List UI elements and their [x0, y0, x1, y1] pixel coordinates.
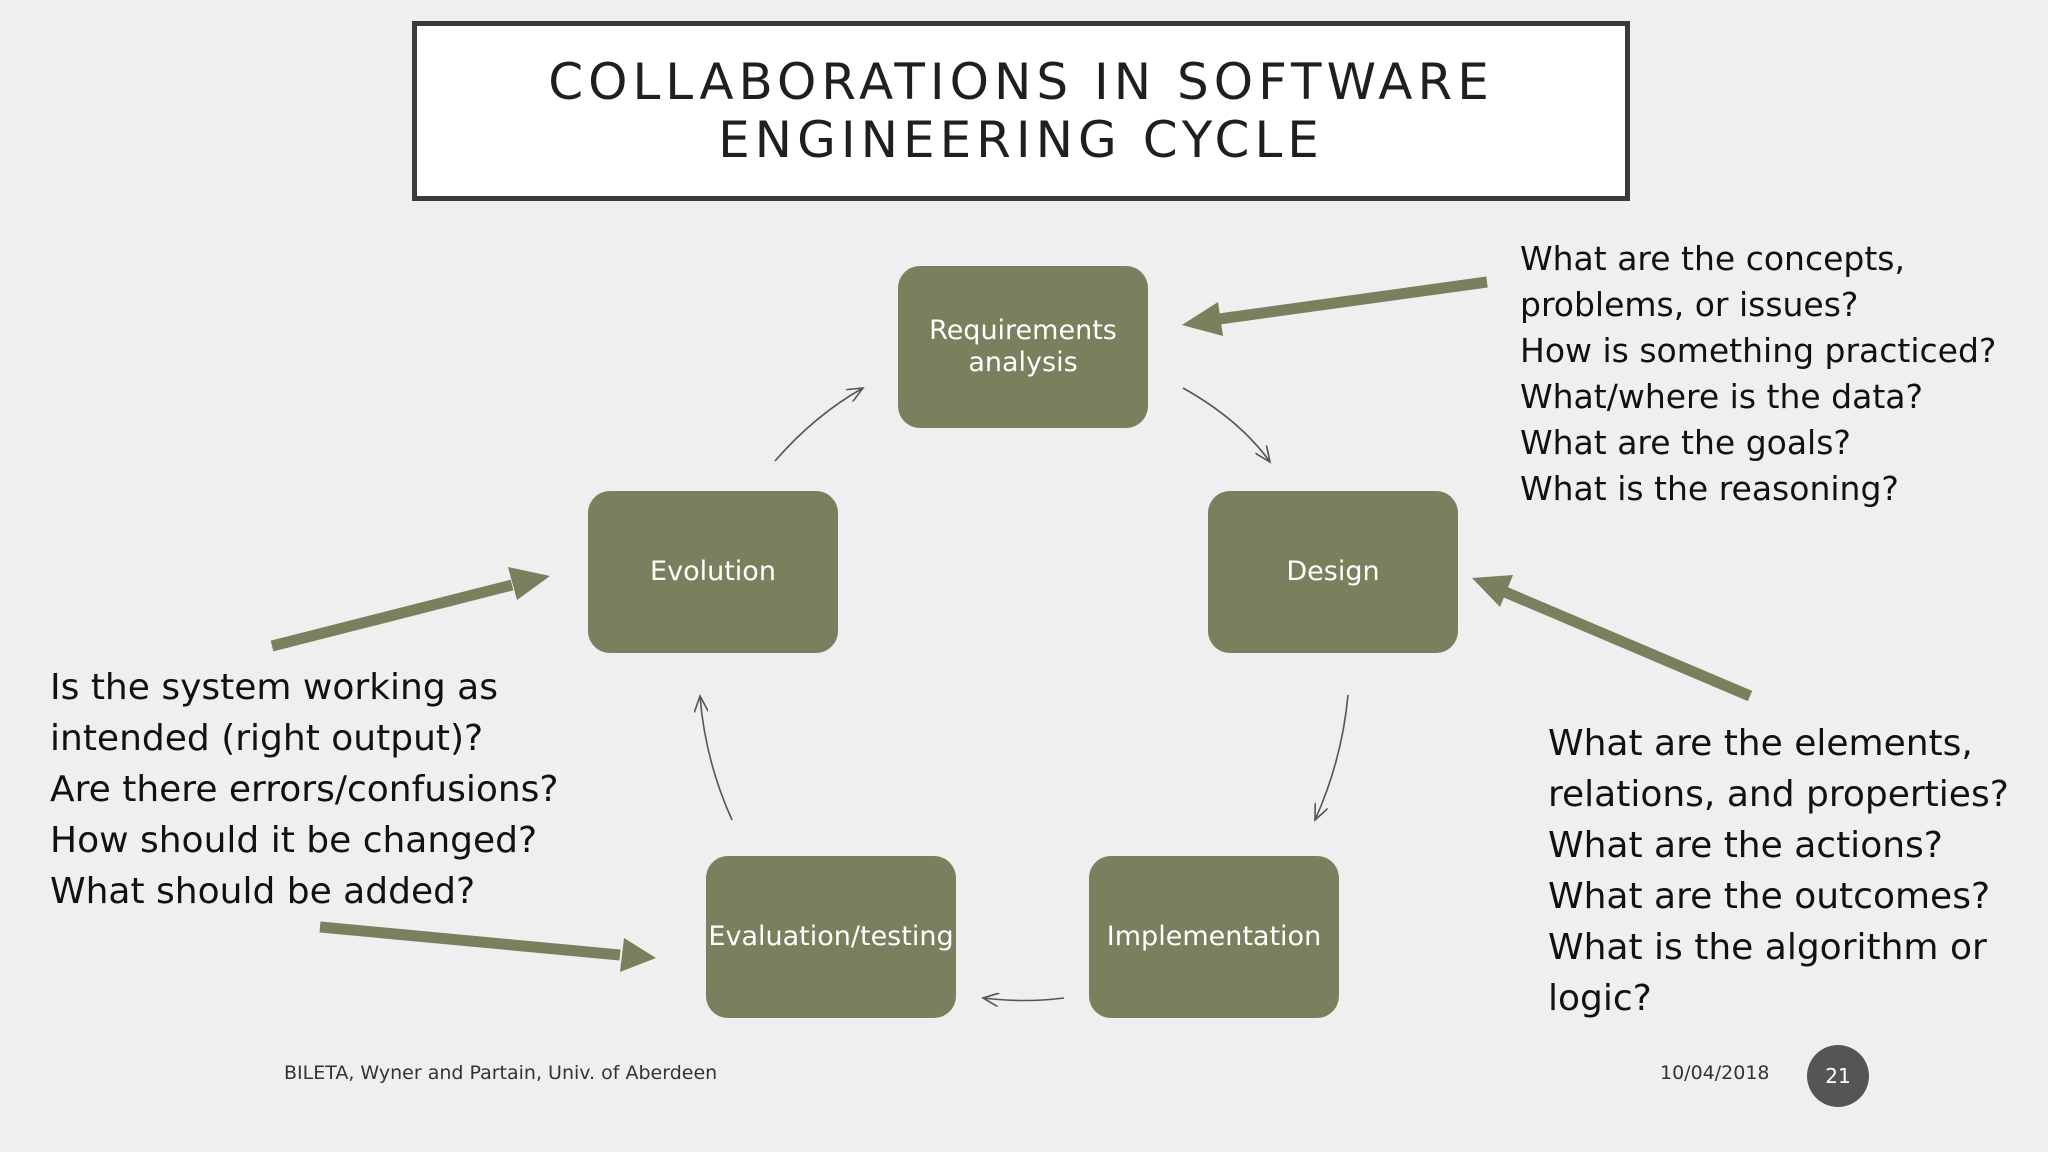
question-line: What are the elements,	[1548, 723, 1973, 764]
page-number-badge: 21	[1807, 1045, 1869, 1107]
requirements-questions: What are the concepts, problems, or issu…	[1520, 236, 1996, 512]
cycle-arrow-design-to-impl	[1315, 694, 1349, 820]
design-questions: What are the elements, relations, and pr…	[1548, 718, 2009, 1024]
pointer-arrow-evolution	[270, 567, 550, 652]
pointer-arrow-requirements	[1182, 276, 1488, 336]
node-evaluation-label: Evaluation/testing	[708, 921, 954, 952]
cycle-arrow-req-to-design	[1182, 387, 1270, 462]
question-line: logic?	[1548, 978, 1652, 1019]
footer-date: 10/04/2018	[1660, 1062, 1770, 1084]
node-implementation: Implementation	[1089, 856, 1339, 1018]
title-line-2: ENGINEERING CYCLE	[718, 111, 1324, 169]
node-requirements-line-1: Requirements	[929, 315, 1117, 346]
question-line: What are the concepts,	[1520, 239, 1905, 278]
node-design-label: Design	[1286, 556, 1380, 587]
question-line: What is the algorithm or	[1548, 927, 1987, 968]
node-implementation-label: Implementation	[1106, 921, 1322, 952]
question-line: What are the actions?	[1548, 825, 1943, 866]
question-line: problems, or issues?	[1520, 285, 1859, 324]
question-line: How should it be changed?	[50, 820, 538, 861]
question-line: Are there errors/confusions?	[50, 769, 559, 810]
question-line: relations, and properties?	[1548, 774, 2009, 815]
question-line: What is the reasoning?	[1520, 469, 1899, 508]
cycle-arrow-eval-to-evo	[700, 696, 733, 821]
question-line: What should be added?	[50, 871, 476, 912]
question-line: What are the goals?	[1520, 423, 1851, 462]
node-evolution: Evolution	[588, 491, 838, 653]
cycle-arrow-evo-to-req	[774, 388, 863, 462]
node-evolution-label: Evolution	[650, 556, 776, 587]
node-design: Design	[1208, 491, 1458, 653]
pointer-arrow-design	[1472, 575, 1753, 702]
question-line: What/where is the data?	[1520, 377, 1924, 416]
page-number: 21	[1825, 1064, 1851, 1088]
question-line: Is the system working as	[50, 667, 498, 708]
title-line-1: COLLABORATIONS IN SOFTWARE	[548, 53, 1494, 111]
footer-source: BILETA, Wyner and Partain, Univ. of Aber…	[284, 1062, 718, 1084]
question-line: intended (right output)?	[50, 718, 484, 759]
node-requirements-analysis: Requirements analysis	[898, 266, 1148, 428]
evaluation-questions: Is the system working as intended (right…	[50, 662, 559, 917]
node-evaluation-testing: Evaluation/testing	[706, 856, 956, 1018]
cycle-arrow-impl-to-eval	[983, 998, 1065, 1001]
title-box: COLLABORATIONS IN SOFTWARE ENGINEERING C…	[412, 21, 1630, 201]
question-line: How is something practiced?	[1520, 331, 1997, 370]
question-line: What are the outcomes?	[1548, 876, 1991, 917]
node-requirements-line-2: analysis	[968, 347, 1078, 378]
pointer-arrow-evaluation	[319, 921, 656, 972]
